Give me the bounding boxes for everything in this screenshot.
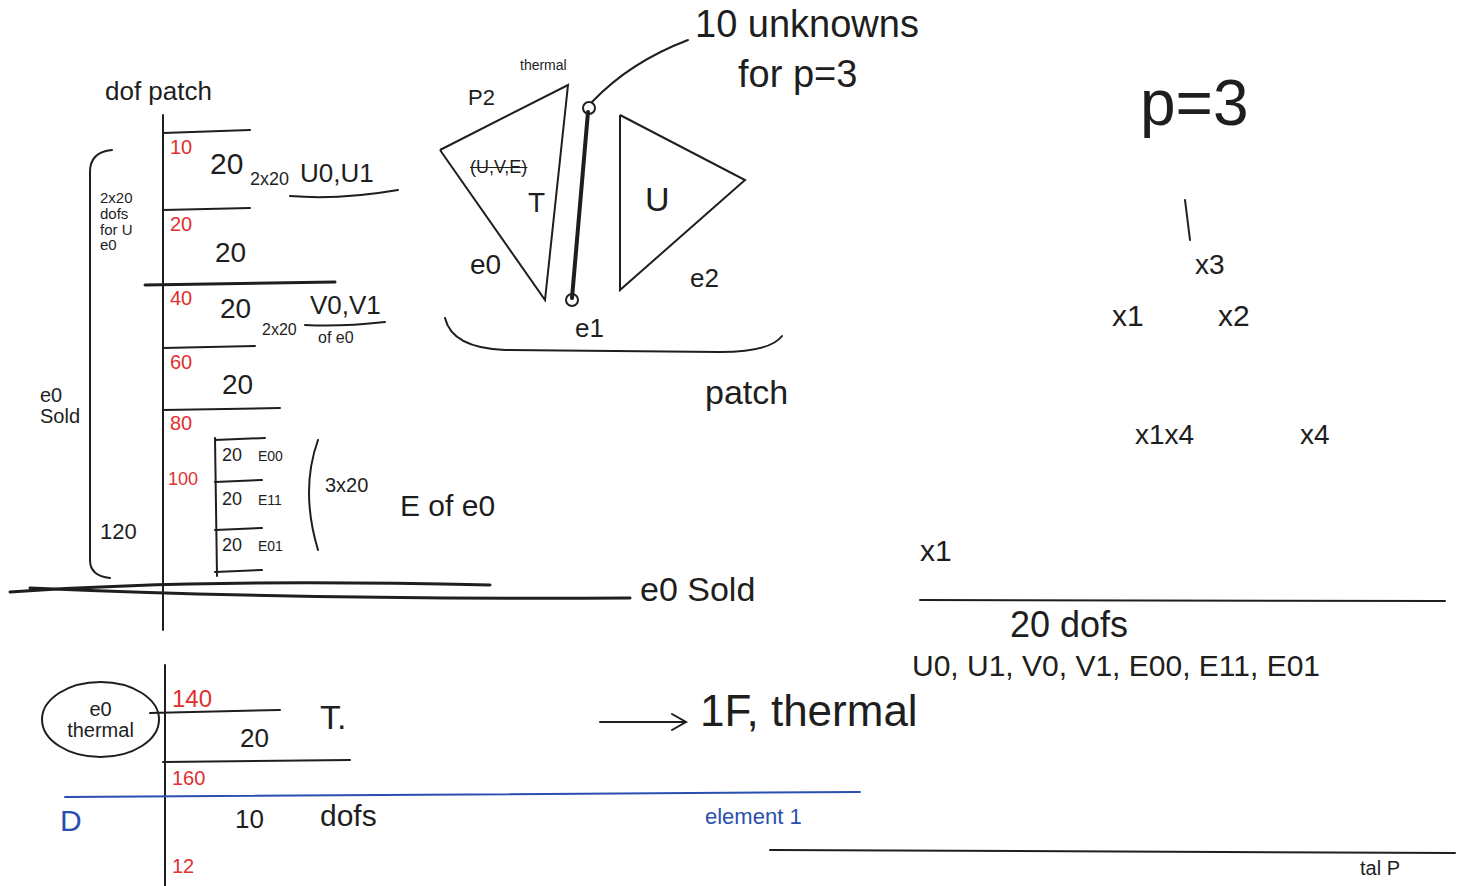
handwritten-label: thermal (520, 58, 567, 73)
handwritten-label: 20 (215, 238, 246, 267)
handwritten-label: x3 (1195, 250, 1225, 279)
tick (215, 438, 265, 440)
sub-axis (215, 438, 217, 576)
stroke (1185, 200, 1190, 240)
handwritten-label: U0,U1 (300, 160, 374, 187)
node-text: (U,V,E) (470, 158, 527, 177)
handwritten-label: 40 (170, 288, 192, 309)
node-text: T (528, 188, 545, 217)
tick (215, 480, 262, 482)
handwritten-label: 120 (100, 520, 137, 543)
tick (150, 710, 280, 713)
axis-line (162, 115, 164, 630)
separator (920, 600, 1445, 601)
triangle-element: U (615, 110, 755, 295)
shared-edge (572, 112, 588, 298)
arrow-line (600, 721, 684, 723)
underline (305, 322, 385, 326)
handwritten-label: e1 (575, 315, 604, 342)
handwritten-label: E01 (258, 539, 283, 554)
handwritten-label: 20 (222, 370, 253, 399)
handwritten-label: e2 (690, 265, 719, 292)
handwritten-label: p=3 (1140, 70, 1249, 137)
separator (10, 583, 630, 599)
handwritten-label: e0 Sold (640, 572, 755, 608)
ellipse-outline (42, 682, 159, 757)
triangle-element: (U,V,E)T (430, 80, 580, 310)
triangle-outline (440, 85, 568, 300)
handwritten-label: tal P (1360, 858, 1400, 879)
handwritten-label: 20 (240, 725, 269, 752)
tick (163, 208, 250, 210)
handwritten-label: patch (705, 375, 788, 411)
handwritten-label: e0 (470, 250, 501, 279)
handwritten-label: 60 (170, 352, 192, 373)
arrow-head (672, 714, 686, 730)
handwritten-label: 20 dofs (1010, 606, 1128, 644)
tick (215, 570, 262, 572)
circled-note: e0 thermal (40, 680, 161, 759)
node-outline (430, 80, 580, 310)
handwritten-label: 10 (170, 137, 192, 158)
handwritten-label: 80 (170, 413, 192, 434)
underline (290, 190, 398, 197)
handwritten-label: dof patch (105, 78, 212, 105)
handwritten-label: 20 (222, 446, 242, 465)
tick (163, 346, 255, 348)
triangle-outline (620, 115, 745, 290)
node-text: U (645, 182, 670, 218)
handwritten-label: x1 (1112, 300, 1144, 332)
handwritten-label: x1 (920, 535, 952, 567)
node-dot (583, 102, 595, 114)
handwritten-label: V0,V1 (310, 292, 381, 319)
handwritten-label: x2 (1218, 300, 1250, 332)
handwritten-label: 100 (168, 470, 198, 489)
handwritten-label: E11 (258, 493, 282, 508)
handwritten-label: E00 (258, 449, 283, 464)
handwritten-label: dofs (320, 800, 377, 832)
handwritten-label: 3x20 (325, 475, 368, 496)
handwritten-label: for p=3 (738, 55, 857, 95)
handwritten-label: 1F, thermal (700, 688, 918, 734)
handwritten-label: e0 Sold (40, 385, 88, 427)
handwritten-label: 20 (210, 148, 243, 180)
handwritten-label: 140 (172, 686, 212, 711)
handwritten-label: 10 (235, 806, 264, 833)
handwritten-label: E of e0 (400, 490, 495, 522)
handwritten-label: 12 (172, 856, 194, 877)
handwritten-label: D (60, 805, 82, 837)
handwritten-label: 20 (220, 294, 251, 323)
blue-separator (65, 792, 860, 797)
bracket (309, 440, 318, 550)
handwritten-label: 2x20 (262, 322, 297, 339)
handwritten-label: P2 (468, 86, 495, 109)
patch-brace (445, 318, 782, 352)
separator (770, 850, 1455, 853)
tick (163, 130, 250, 133)
handwritten-label: 20 (222, 490, 242, 509)
handwritten-label: x4 (1300, 420, 1330, 449)
node-dot (566, 294, 578, 306)
handwritten-label: 10 unknowns (695, 5, 919, 45)
axis-line (164, 665, 166, 886)
node-outline (615, 110, 755, 295)
handwritten-label: 20 (170, 214, 192, 235)
tick (215, 528, 262, 530)
handwritten-label: 20 (222, 536, 242, 555)
handwritten-label: 2x20 dofs for U e0 (100, 190, 150, 253)
handwritten-label: x1x4 (1135, 420, 1194, 449)
tick (163, 408, 280, 410)
tick (145, 282, 335, 285)
handwritten-label: T. (320, 700, 346, 736)
node-text: e0 thermal (67, 699, 134, 741)
handwritten-label: element 1 (705, 805, 802, 828)
tick (163, 760, 350, 762)
leader-line (592, 40, 688, 102)
handwritten-label: 2x20 (250, 170, 289, 189)
handwritten-label: U0, U1, V0, V1, E00, E11, E01 (912, 650, 1320, 682)
handwritten-label: of e0 (318, 330, 354, 347)
handwritten-label: 160 (172, 768, 205, 789)
